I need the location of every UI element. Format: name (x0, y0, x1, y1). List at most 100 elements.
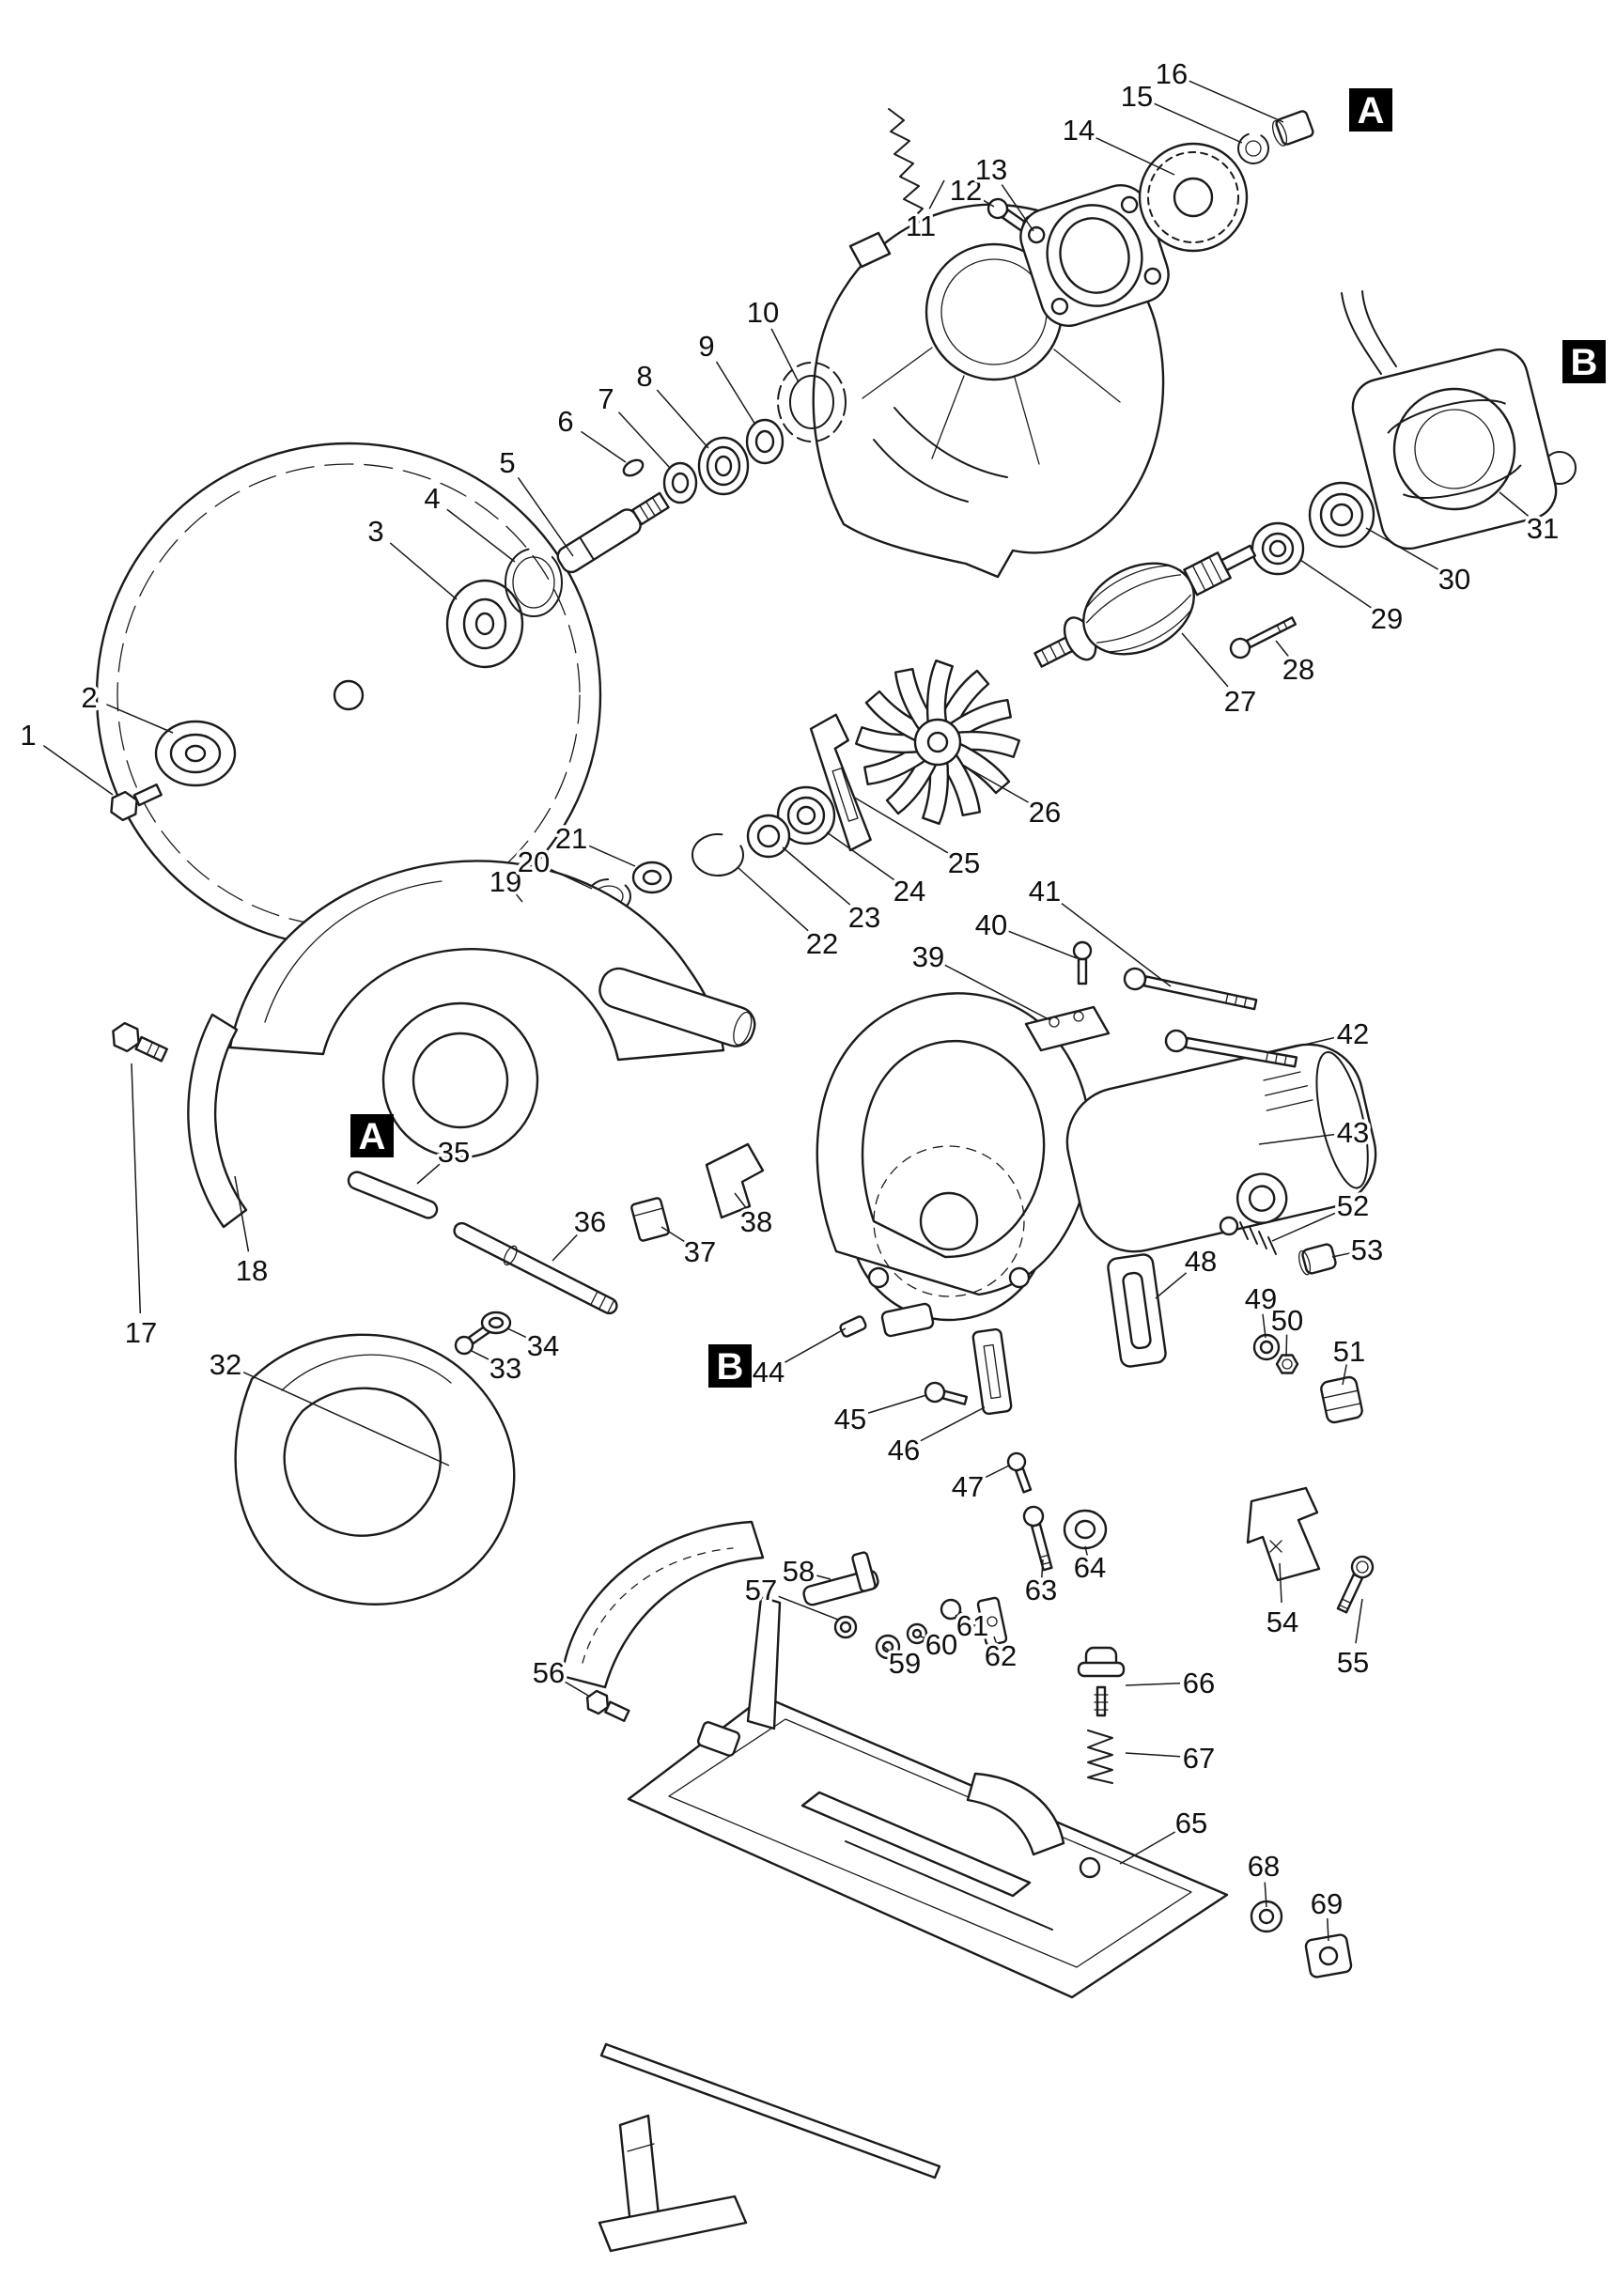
part-number-20: 20 (518, 845, 550, 878)
leader-line-68 (1264, 1882, 1267, 1908)
leader-line-25 (852, 796, 949, 854)
part-number-68: 68 (1248, 1850, 1280, 1883)
washer-49 (1252, 1333, 1281, 1361)
leader-line-38 (734, 1192, 749, 1211)
pin-6 (622, 458, 645, 477)
leader-line-57 (778, 1595, 839, 1621)
part-number-54: 54 (1266, 1606, 1298, 1638)
part-number-9: 9 (698, 330, 714, 363)
blade-case-cover (560, 1520, 765, 1689)
pin-44 (839, 1315, 867, 1338)
washer-59 (875, 1634, 901, 1660)
plate-46 (971, 1327, 1013, 1416)
part-number-7: 7 (598, 382, 614, 415)
leader-line-2 (106, 704, 174, 734)
leader-line-29 (1299, 559, 1372, 609)
tension-spring-11 (888, 108, 924, 219)
screw-17 (112, 1021, 168, 1063)
part-number-46: 46 (888, 1434, 920, 1466)
part-number-38: 38 (740, 1205, 772, 1238)
leader-line-6 (581, 430, 627, 463)
part-number-3: 3 (367, 515, 383, 548)
motor-housing-43 (1065, 1043, 1377, 1253)
part-number-32: 32 (210, 1348, 241, 1381)
section-marker-b-3: B (708, 1344, 752, 1388)
washer-9 (745, 418, 785, 465)
leader-line-9 (715, 361, 756, 426)
part-number-6: 6 (557, 405, 573, 438)
part-number-34: 34 (527, 1329, 559, 1362)
screw-45 (924, 1381, 969, 1405)
part-number-47: 47 (952, 1470, 984, 1503)
part-number-18: 18 (236, 1254, 268, 1287)
wing-bolt-66 (1077, 1646, 1126, 1717)
part-number-40: 40 (975, 908, 1007, 941)
part-number-53: 53 (1351, 1233, 1383, 1266)
part-number-8: 8 (636, 360, 652, 393)
leader-line-8 (656, 389, 709, 449)
screw-47 (1006, 1451, 1033, 1494)
outer-flange-2 (154, 720, 237, 787)
svg-text:A: A (1358, 90, 1385, 132)
leader-line-67 (1125, 1752, 1181, 1758)
spacer-64 (1063, 1509, 1108, 1550)
leader-line-12 (976, 195, 995, 208)
gear-14 (1138, 142, 1249, 253)
part-number-48: 48 (1185, 1245, 1217, 1278)
part-number-56: 56 (533, 1656, 565, 1689)
spring-screw-52 (1219, 1216, 1277, 1255)
leader-line-37 (660, 1226, 686, 1243)
part-number-45: 45 (834, 1403, 866, 1435)
part-number-14: 14 (1063, 114, 1095, 147)
leader-line-49 (1262, 1313, 1266, 1339)
part-number-37: 37 (684, 1235, 716, 1268)
rod-35 (347, 1171, 439, 1219)
leader-line-5 (517, 476, 574, 557)
inner-flange-3 (445, 579, 524, 669)
field-lead-wires (1341, 290, 1397, 375)
bearing-retainer-plate (1019, 184, 1170, 327)
leader-line-31 (1499, 491, 1530, 517)
leader-line-1 (42, 744, 114, 796)
leader-line-39 (944, 964, 1051, 1021)
leader-line-56 (564, 1681, 591, 1698)
link-48 (1107, 1253, 1167, 1368)
leader-line-36 (552, 1233, 578, 1262)
washer-68 (1250, 1900, 1283, 1933)
part-number-43: 43 (1337, 1116, 1369, 1149)
part-number-23: 23 (848, 901, 880, 934)
part-number-36: 36 (574, 1205, 606, 1238)
leader-line-47 (984, 1465, 1010, 1479)
leader-line-40 (1008, 930, 1078, 959)
part-number-69: 69 (1311, 1887, 1343, 1920)
leader-line-43 (1258, 1133, 1335, 1145)
part-number-31: 31 (1527, 512, 1559, 545)
part-number-59: 59 (889, 1647, 921, 1680)
leader-line-42 (1271, 1036, 1335, 1053)
leader-line-16 (1189, 80, 1284, 123)
part-number-26: 26 (1029, 796, 1061, 829)
spring-washer-15 (1237, 132, 1269, 164)
leader-line-51 (1342, 1364, 1347, 1386)
part-number-66: 66 (1183, 1667, 1215, 1699)
leader-line-34 (506, 1327, 530, 1340)
part-number-42: 42 (1337, 1017, 1369, 1050)
rip-fence (598, 2042, 941, 2253)
hex-bolt-1 (110, 783, 163, 822)
part-number-21: 21 (555, 822, 587, 855)
base-65 (627, 1595, 1229, 1999)
screw-42 (1164, 1029, 1298, 1068)
part-number-2: 2 (81, 681, 97, 714)
part-number-17: 17 (125, 1316, 157, 1349)
leader-line-21 (587, 845, 636, 867)
leader-line-13 (1001, 184, 1034, 232)
part-number-13: 13 (975, 153, 1007, 186)
part-number-50: 50 (1271, 1304, 1303, 1337)
leader-line-10 (770, 328, 800, 383)
clamp-nut-69 (1304, 1933, 1353, 1978)
fan-26 (848, 653, 1027, 831)
part-number-10: 10 (747, 296, 779, 329)
section-marker-a-2: A (350, 1114, 394, 1157)
part-number-58: 58 (783, 1555, 815, 1588)
